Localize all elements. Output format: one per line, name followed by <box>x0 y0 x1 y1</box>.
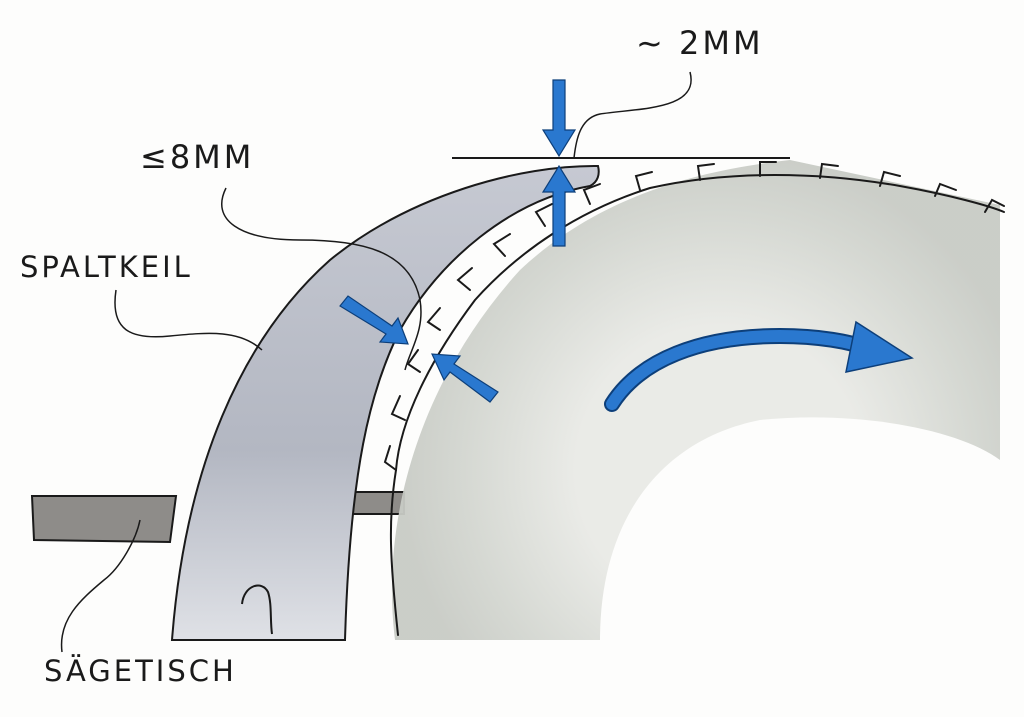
riving-knife <box>170 164 600 641</box>
dimension-arrow-icon <box>339 79 577 403</box>
saw-table-label: SÄGETISCH <box>44 654 237 688</box>
riving-knife-label: SPALTKEIL <box>20 250 193 284</box>
leader-gap <box>573 71 692 159</box>
leader-wedge <box>114 289 263 351</box>
gap-label: ~ 2MM <box>636 24 764 62</box>
saw-blade-hub <box>600 417 1000 717</box>
saw-table <box>30 495 178 544</box>
curved-arrow-icon <box>604 320 914 412</box>
knife-mount <box>241 584 273 635</box>
saw-table-right <box>346 491 405 515</box>
leader-table <box>60 519 141 653</box>
leader-height <box>221 187 422 371</box>
height-label: ≤8MM <box>140 138 255 176</box>
